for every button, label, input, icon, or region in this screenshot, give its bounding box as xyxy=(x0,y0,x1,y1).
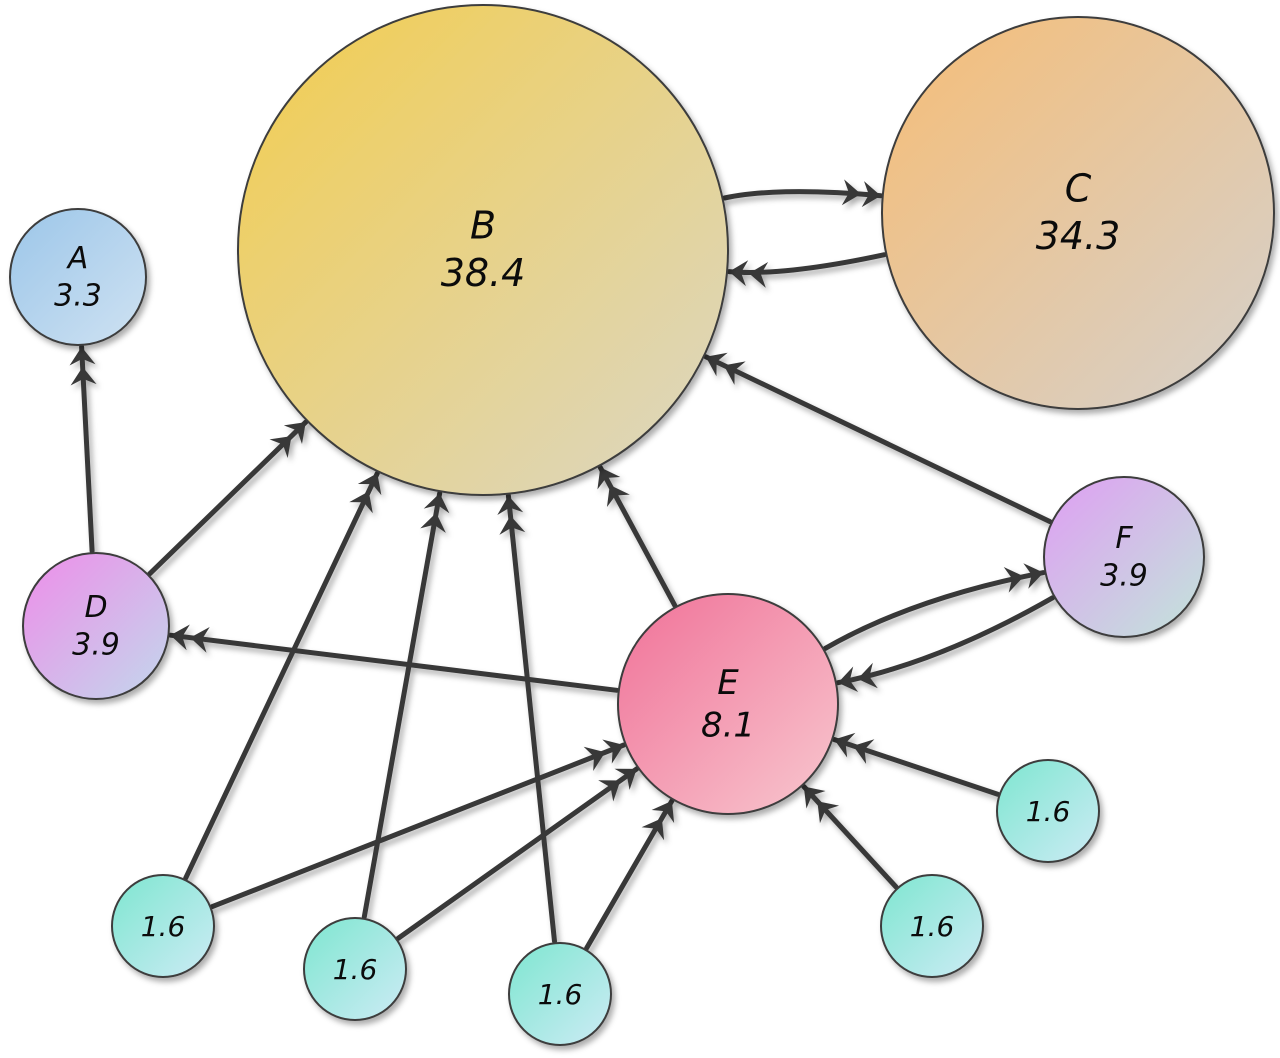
node-J: 1.6 xyxy=(880,874,984,978)
node-value-G: 1.6 xyxy=(141,910,186,943)
edge-C-B xyxy=(726,252,887,288)
edge-I-E xyxy=(584,798,675,951)
node-value-J: 1.6 xyxy=(910,910,955,943)
edge-F-E xyxy=(835,595,1056,693)
node-circle-K xyxy=(996,759,1100,863)
node-circle-C xyxy=(881,16,1275,410)
node-value-B: 38.4 xyxy=(441,251,526,295)
node-circle-A xyxy=(9,208,147,346)
edge-K-E xyxy=(831,732,1001,797)
edge-G-B xyxy=(183,470,382,881)
node-D: D3.9 xyxy=(22,552,170,700)
node-value-I: 1.6 xyxy=(538,978,583,1011)
node-label-F: F xyxy=(1115,521,1133,556)
edge-H-B xyxy=(361,490,450,920)
node-H: 1.6 xyxy=(303,917,407,1021)
node-circle-I xyxy=(508,942,612,1046)
edge-F-B xyxy=(703,352,1053,525)
node-label-C: C xyxy=(1065,167,1092,211)
edges-layer xyxy=(69,179,1056,951)
node-value-D: 3.9 xyxy=(72,628,120,663)
node-G: 1.6 xyxy=(111,874,215,978)
node-circle-D xyxy=(22,552,170,700)
node-circle-F xyxy=(1043,476,1205,638)
edge-E-F xyxy=(822,563,1046,651)
edge-E-B xyxy=(597,464,678,608)
edge-I-B xyxy=(497,493,557,944)
node-label-B: B xyxy=(470,204,496,248)
node-label-D: D xyxy=(84,590,107,625)
node-E: E8.1 xyxy=(617,593,839,815)
node-label-A: A xyxy=(66,241,89,276)
node-A: A3.3 xyxy=(9,208,147,346)
edge-E-D xyxy=(167,624,620,693)
node-B: B38.4 xyxy=(237,4,729,496)
node-value-K: 1.6 xyxy=(1026,795,1071,828)
node-I: 1.6 xyxy=(508,942,612,1046)
node-circle-B xyxy=(237,4,729,496)
node-label-E: E xyxy=(717,663,739,703)
node-circle-G xyxy=(111,874,215,978)
node-circle-J xyxy=(880,874,984,978)
node-circle-H xyxy=(303,917,407,1021)
node-value-E: 8.1 xyxy=(701,705,755,745)
node-value-H: 1.6 xyxy=(333,953,378,986)
node-circle-E xyxy=(617,593,839,815)
edge-J-E xyxy=(801,784,899,890)
node-C: C34.3 xyxy=(881,16,1275,410)
edge-B-C xyxy=(722,179,884,208)
edge-G-E xyxy=(209,739,627,910)
node-K: 1.6 xyxy=(996,759,1100,863)
edge-D-A xyxy=(69,344,97,554)
node-value-C: 34.3 xyxy=(1036,214,1121,258)
node-value-F: 3.9 xyxy=(1100,559,1148,594)
edge-H-E xyxy=(395,766,640,941)
node-value-A: 3.3 xyxy=(54,279,102,314)
edge-D-B xyxy=(147,419,309,577)
node-F: F3.9 xyxy=(1043,476,1205,638)
